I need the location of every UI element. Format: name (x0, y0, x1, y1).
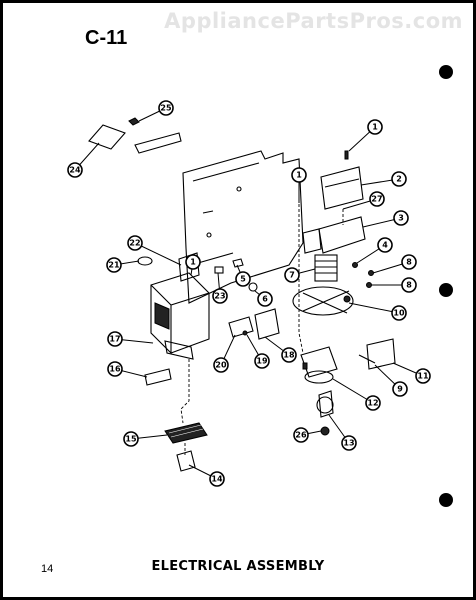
callout-1c: 1 (185, 254, 201, 270)
binder-hole-top (439, 65, 453, 79)
svg-text:10: 10 (393, 309, 405, 318)
wire-harness-c (298, 199, 304, 354)
callout-12: 12 (365, 395, 381, 411)
svg-text:24: 24 (69, 166, 81, 175)
callout-9: 9 (392, 381, 408, 397)
leader-lines (74, 107, 424, 480)
svg-text:25: 25 (160, 104, 172, 113)
part-switches (228, 308, 280, 340)
diagram-caption: ELECTRICAL ASSEMBLY (151, 559, 325, 574)
svg-text:22: 22 (129, 239, 140, 248)
part-wire-9 (358, 354, 376, 364)
svg-text:16: 16 (109, 365, 121, 374)
callout-6: 6 (257, 291, 273, 307)
part-block-3 (302, 216, 366, 254)
svg-text:8: 8 (406, 258, 412, 267)
svg-text:20: 20 (215, 361, 227, 370)
callout-10: 10 (391, 305, 407, 321)
callout-24: 24 (67, 162, 83, 178)
part-bracket-24 (88, 117, 182, 154)
binder-hole-middle (439, 283, 453, 297)
part-ring-21 (137, 256, 153, 266)
diagram-page: AppliancePartsPros.com C-11 (3, 3, 473, 597)
svg-text:13: 13 (343, 439, 354, 448)
callout-3: 3 (393, 210, 409, 226)
binder-hole-bottom (439, 493, 453, 507)
part-clip-23 (214, 266, 224, 274)
svg-text:23: 23 (214, 292, 225, 301)
watermark: AppliancePartsPros.com (164, 9, 463, 33)
svg-text:1: 1 (190, 258, 196, 267)
exploded-parts-diagram: 1 1 1 2 3 4 5 6 7 8 8 9 10 11 12 13 14 1… (67, 100, 431, 487)
page-number: 14 (41, 563, 54, 575)
screw-8b (366, 282, 372, 288)
part-clip-5 (232, 258, 244, 268)
callout-1b: 1 (291, 167, 307, 183)
screw-4 (352, 262, 358, 268)
part-knob-13 (316, 390, 334, 418)
svg-text:6: 6 (262, 295, 268, 304)
part-cap-26 (320, 426, 330, 436)
svg-text:11: 11 (417, 372, 429, 381)
sheet-id: C-11 (85, 27, 128, 49)
svg-text:14: 14 (211, 475, 223, 484)
screw-8a (368, 270, 374, 276)
callout-23: 23 (212, 288, 228, 304)
callout-2: 2 (391, 171, 407, 187)
callout-27: 27 (369, 191, 385, 207)
callout-22: 22 (127, 235, 143, 251)
svg-text:18: 18 (283, 351, 295, 360)
callout-7: 7 (284, 267, 300, 283)
svg-text:2: 2 (396, 175, 402, 184)
part-bracket-2 (320, 150, 364, 210)
part-transformer-17 (150, 272, 210, 360)
svg-text:1: 1 (296, 171, 302, 180)
svg-text:9: 9 (397, 385, 403, 394)
callout-17: 17 (107, 331, 123, 347)
callout-4: 4 (377, 237, 393, 253)
svg-text:1: 1 (372, 123, 378, 132)
svg-text:3: 3 (398, 214, 404, 223)
part-filter-15 (164, 422, 208, 444)
callout-19: 19 (254, 353, 270, 369)
callout-1a: 1 (367, 119, 383, 135)
svg-text:17: 17 (109, 335, 120, 344)
svg-text:26: 26 (295, 431, 307, 440)
svg-text:4: 4 (382, 241, 388, 250)
svg-text:21: 21 (108, 261, 120, 270)
part-coil-7 (314, 254, 338, 282)
callout-8b: 8 (401, 277, 417, 293)
callout-18: 18 (281, 347, 297, 363)
callout-20: 20 (213, 357, 229, 373)
part-washer-6 (248, 282, 258, 292)
svg-text:27: 27 (371, 195, 382, 204)
part-blade-10 (292, 286, 354, 316)
callout-16: 16 (107, 361, 123, 377)
callout-13: 13 (341, 435, 357, 451)
callout-21: 21 (106, 257, 122, 273)
callout-8a: 8 (401, 254, 417, 270)
callout-5: 5 (235, 271, 251, 287)
part-clip-14 (176, 450, 196, 472)
callout-15: 15 (123, 431, 139, 447)
callout-26: 26 (293, 427, 309, 443)
svg-text:15: 15 (125, 435, 137, 444)
part-bracket-11 (366, 338, 396, 370)
svg-text:19: 19 (256, 357, 268, 366)
svg-text:7: 7 (289, 271, 295, 280)
svg-text:5: 5 (240, 275, 246, 284)
callout-25: 25 (158, 100, 174, 116)
part-plug-16 (144, 368, 172, 386)
part-motor-12 (300, 346, 338, 384)
callout-14: 14 (209, 471, 225, 487)
svg-text:12: 12 (367, 399, 378, 408)
callout-11: 11 (415, 368, 431, 384)
wire-harness-a (180, 359, 190, 424)
svg-text:8: 8 (406, 281, 412, 290)
